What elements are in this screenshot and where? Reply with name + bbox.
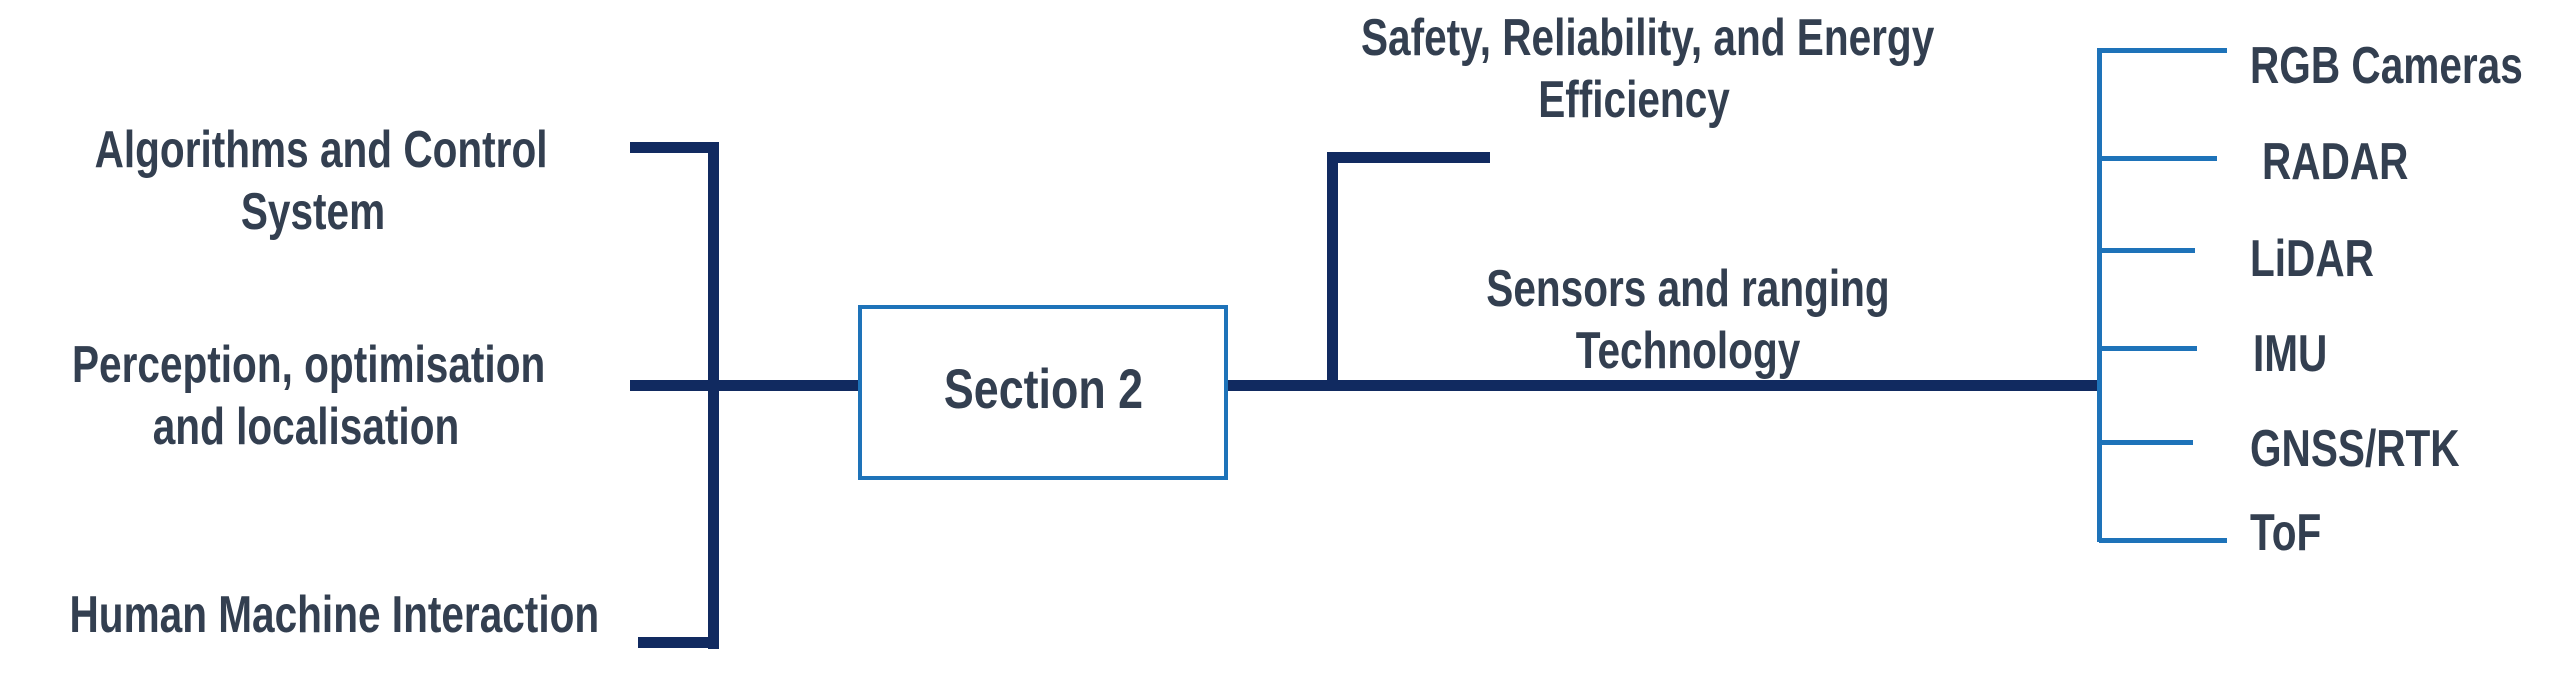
sensor-stub-imu [2099,346,2197,351]
sensor-bracket-vertical [2097,48,2102,542]
label-line: Human Machine Interaction [69,586,600,644]
sensor-stub-rgb-cameras [2099,48,2227,53]
label-line: System [240,183,386,241]
label-line: LiDAR [2250,230,2374,288]
sensor-label-imu: IMU [2253,323,2555,385]
label-line: Technology [1575,322,1801,380]
sensor-label-gnss-rtk: GNSS/RTK [2250,418,2555,480]
label-line: and localisation [152,398,460,456]
left-label-algorithms-control-system: Algorithms and Control System [33,119,593,243]
safety-branch-vertical [1327,152,1338,391]
section-node: Section 2 [858,305,1228,480]
label-line: Algorithms and Control [94,121,548,179]
label-line: Efficiency [1538,71,1730,129]
right-label-sensors-ranging-technology: Sensors and ranging Technology [1388,258,1988,382]
sensor-label-rgb-cameras: RGB Cameras [2250,35,2555,97]
label-line: RADAR [2262,133,2409,191]
left-label-human-machine-interaction: Human Machine Interaction [0,584,632,646]
left-bracket-vertical [708,142,719,649]
sensor-stub-radar [2099,156,2217,161]
label-line: Perception, optimisation [72,336,546,394]
sensor-stub-gnss-rtk [2099,440,2193,445]
sensor-label-lidar: LiDAR [2250,228,2555,290]
sensor-label-tof: ToF [2250,502,2555,564]
left-branch-line [630,380,858,391]
sensor-stub-tof [2099,538,2227,543]
section-node-label: Section 2 [943,357,1143,420]
left-label-perception-optimisation-localisation: Perception, optimisation and localisatio… [6,334,606,458]
left-bracket-top-stub [630,142,719,153]
main-line [1228,380,2099,391]
label-line: Sensors and ranging [1486,260,1890,318]
right-label-safety-reliability-energy: Safety, Reliability, and Energy Efficien… [1284,7,1984,131]
label-line: ToF [2250,504,2322,562]
sensor-label-radar: RADAR [2262,131,2555,193]
label-line: GNSS/RTK [2250,420,2460,478]
safety-branch-stub [1327,152,1490,163]
label-line: RGB Cameras [2250,37,2523,95]
label-line: Safety, Reliability, and Energy [1361,9,1935,67]
label-line: IMU [2253,325,2328,383]
left-bracket-bottom-stub [638,637,719,648]
sensor-stub-lidar [2099,248,2195,253]
